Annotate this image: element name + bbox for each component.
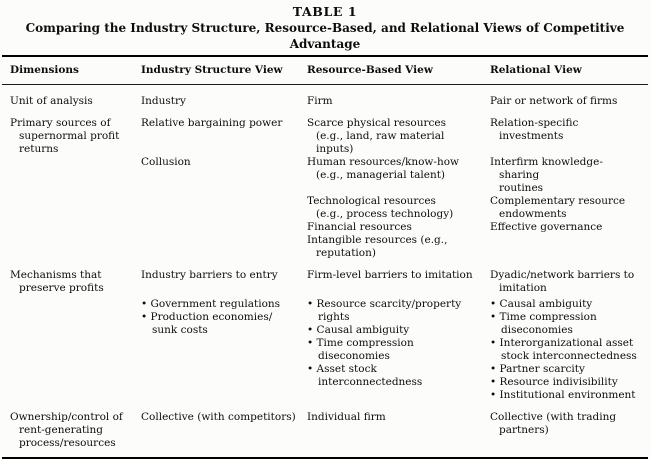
cell-item: Interfirm knowledge-sharing routines <box>490 156 603 194</box>
table-cell: Unit of analysis <box>10 95 141 108</box>
column-header: Industry Structure View <box>141 64 283 76</box>
table-cell <box>10 234 141 260</box>
table-cell <box>10 195 141 221</box>
table-cell: Effective governance <box>490 221 648 234</box>
table-cell: Intangible resources (e.g., reputation) <box>307 234 490 260</box>
table-cell: Collective (with trading partners) <box>490 411 648 450</box>
table-cell: Financial resources <box>307 221 490 234</box>
table-cell: Firm <box>307 95 490 108</box>
table-cell: Interfirm knowledge-sharing routines <box>490 156 648 195</box>
table-cell <box>141 195 307 221</box>
bullet-item: • Government regulations <box>141 298 281 310</box>
cell-item: Scarce physical resources (e.g., land, r… <box>307 117 446 155</box>
table-cell: Human resources/know-how (e.g., manageri… <box>307 156 490 195</box>
table-cell: Industry <box>141 95 307 108</box>
table-cell: Industry barriers to entry <box>141 269 307 295</box>
column-header: Relational View <box>490 64 582 76</box>
cell-item: Unit of analysis <box>10 95 93 107</box>
cell-item: Effective governance <box>490 221 603 233</box>
table-cell: Dyadic/network barriers to imitation <box>490 269 648 295</box>
bullet-item: • Time compression diseconomies <box>307 337 414 362</box>
cell-item: Individual firm <box>307 411 386 423</box>
bullet-item: • Production economies/ sunk costs <box>141 311 273 336</box>
bullet-item: • Resource indivisibility <box>490 376 618 388</box>
table-cell: Mechanisms that preserve profits <box>10 269 141 295</box>
table-cell: Relative bargaining power <box>141 117 307 156</box>
table-cell <box>10 295 141 402</box>
table-caption: Comparing the Industry Structure, Resour… <box>25 21 625 51</box>
table-row-unit-of-analysis: Unit of analysis Industry Firm Pair or netw… <box>10 95 648 108</box>
cell-item: Firm-level barriers to imitation <box>307 269 473 281</box>
cell-item: Ownership/control of rent-generating pro… <box>10 411 123 449</box>
cell-item: Complementary resource endowments <box>490 195 626 220</box>
cell-item: Industry barriers to entry <box>141 269 278 281</box>
cell-item: Collective (with competitors) <box>141 411 296 423</box>
cell-item: Technological resources (e.g., process t… <box>307 195 454 220</box>
table-cell: • Government regulations• Production eco… <box>141 295 307 402</box>
cell-item: Human resources/know-how (e.g., manageri… <box>307 156 460 181</box>
table-cell: Pair or network of firms <box>490 95 648 108</box>
cell-item: Industry <box>141 95 186 107</box>
table-cell: Scarce physical resources (e.g., land, r… <box>307 117 490 156</box>
table-label: TABLE 1 <box>292 4 358 19</box>
cell-item: Mechanisms that preserve profits <box>10 269 104 294</box>
table-cell: Complementary resource endowments <box>490 195 648 221</box>
table-cell <box>141 221 307 234</box>
cell-item: Collective (with trading partners) <box>490 411 617 436</box>
cell-item: Primary sources of supernormal profit re… <box>10 117 120 155</box>
bullet-item: • Interorganizational asset stock interc… <box>490 337 637 362</box>
table-row-primary-sources: Primary sources of supernormal profit re… <box>10 117 648 260</box>
table-cell: Collusion <box>141 156 307 195</box>
table-cell: Individual firm <box>307 411 490 450</box>
column-header: Dimensions <box>10 64 79 76</box>
bullet-item: • Resource scarcity/property rights <box>307 298 462 323</box>
table-cell: • Causal ambiguity• Time compression dis… <box>490 295 648 402</box>
cell-item: Pair or network of firms <box>490 95 618 107</box>
bullet-item: • Causal ambiguity <box>307 324 410 336</box>
table-row-ownership-control: Ownership/control of rent-generating pro… <box>10 411 648 450</box>
top-rule <box>2 55 648 57</box>
table-cell: Relation-specific investments <box>490 117 648 156</box>
table-cell <box>141 234 307 260</box>
bullet-item: • Institutional environment <box>490 389 636 401</box>
table-cell: Primary sources of supernormal profit re… <box>10 117 141 156</box>
cell-item: Relative bargaining power <box>141 117 283 129</box>
table-title-block: TABLE 1 Comparing the Industry Structure… <box>2 4 648 52</box>
header-rule <box>2 84 648 85</box>
cell-item: Dyadic/network barriers to imitation <box>490 269 635 294</box>
cell-item: Intangible resources (e.g., reputation) <box>307 234 448 259</box>
bullet-item: • Asset stock interconnectedness <box>307 363 423 388</box>
table-cell: • Resource scarcity/property rights• Cau… <box>307 295 490 402</box>
table-cell: Technological resources (e.g., process t… <box>307 195 490 221</box>
table-cell: Collective (with competitors) <box>141 411 307 450</box>
table-cell <box>490 234 648 260</box>
table-header: Dimensions Industry Structure View Resourc… <box>2 57 648 84</box>
cell-item: Financial resources <box>307 221 412 233</box>
bullet-item: • Partner scarcity <box>490 363 585 375</box>
table-cell: Firm-level barriers to imitation <box>307 269 490 295</box>
table-row-mechanisms-that-preserve-profits: Mechanisms that preserve profits Industry… <box>10 269 648 402</box>
table-cell <box>10 156 141 195</box>
table-cell <box>10 221 141 234</box>
table-cell: Ownership/control of rent-generating pro… <box>10 411 141 450</box>
table-body: Unit of analysis Industry Firm Pair or netw… <box>2 95 648 450</box>
column-header: Resource-Based View <box>307 64 433 76</box>
cell-item: Collusion <box>141 156 191 168</box>
cell-item: Relation-specific investments <box>490 117 579 142</box>
bullet-item: • Causal ambiguity <box>490 298 593 310</box>
cell-item: Firm <box>307 95 333 107</box>
bullet-item: • Time compression diseconomies <box>490 311 597 336</box>
